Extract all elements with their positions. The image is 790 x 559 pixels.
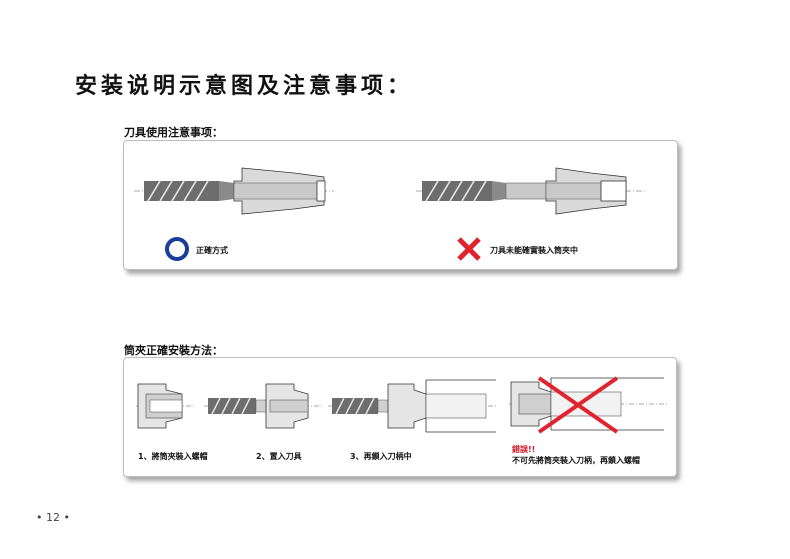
circle-ok-icon [165,237,189,261]
wrong-install-diagram [509,376,669,434]
tool-usage-panel: 正確方式 刀具未能確實裝入筒夾中 [123,140,678,270]
wrong-method-label: 刀具未能確實裝入筒夾中 [490,246,578,255]
page-number: • 12 • [36,511,70,524]
step-1-label: 1、將筒夾裝入螺帽 [138,452,208,461]
step-3-label: 3、再鎖入刀柄中 [350,452,412,461]
correct-method-label: 正確方式 [196,246,228,255]
error-warning-title: 錯誤!! [512,445,536,454]
step2-diagram [204,383,324,429]
tool-section-heading: 刀具使用注意事项： [124,126,223,139]
error-warning-text: 不可先將筒夾裝入刀柄，再鎖入螺帽 [512,456,640,465]
step-2-label: 2、置入刀具 [256,452,302,461]
wrong-assembly-diagram [416,167,646,215]
correct-assembly-diagram [134,167,334,215]
cross-error-icon [457,237,481,261]
collet-install-panel: 1、將筒夾裝入螺帽 2、置入刀具 3、再鎖入刀柄中 [123,357,677,477]
page-title: 安装说明示意图及注意事项： [75,74,414,99]
step3-diagram [328,379,498,433]
collet-section-heading: 筒夾正確安裝方法： [124,344,223,357]
step1-diagram [136,383,196,429]
